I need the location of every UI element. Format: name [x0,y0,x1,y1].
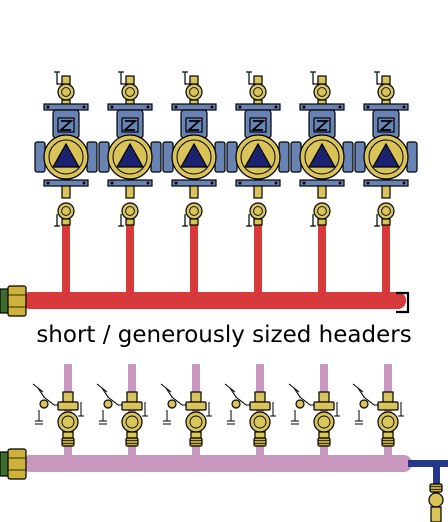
pipe-union-nut [381,437,395,447]
balancing-valve [96,383,148,447]
diagram-caption: short / generously sized headers [36,322,412,348]
pipe-union-nut [61,437,75,447]
supply-branch-pipe [254,222,262,298]
ball-valve [121,83,139,101]
pump-station [354,71,418,227]
supply-branch-pipe [382,222,390,298]
return-header-pipe [22,455,412,472]
pipe-union-nut [429,483,443,493]
ball-valve [185,83,203,101]
ball-valve [121,202,139,220]
pump-direction-triangle [243,142,273,168]
pump-direction-triangle [115,142,145,168]
return-inlet-fitting [0,448,27,480]
pump-station [98,71,162,227]
ball-valve [249,202,267,220]
ball-valve [377,83,395,101]
balancing-valve [288,383,340,447]
return-manifold [0,364,448,522]
pump-direction-triangle [371,142,401,168]
ball-valve [313,83,331,101]
balancing-valve [160,383,212,447]
ball-valve [57,202,75,220]
pump-direction-triangle [307,142,337,168]
supply-end-cap [396,291,410,314]
pipe-union-nut [189,437,203,447]
ball-valve [313,202,331,220]
balancing-valve [352,383,404,447]
ball-valve [57,83,75,101]
supply-inlet-fitting [0,285,27,317]
pipe-union-nut [253,437,267,447]
supply-manifold [0,71,418,317]
balancing-valve [32,383,84,447]
pipe-union-nut [317,437,331,447]
ball-valve [185,202,203,220]
pump-station [290,71,354,227]
balancing-valve [224,383,276,447]
outflow-branch [408,460,448,522]
ball-valve [377,202,395,220]
pump-station [34,71,98,227]
pump-direction-triangle [179,142,209,168]
pump-station [162,71,226,227]
supply-header-pipe [22,292,406,309]
supply-branch-pipe [318,222,326,298]
pump-direction-triangle [51,142,81,168]
supply-branch-pipe [126,222,134,298]
pipe-union-nut [125,437,139,447]
supply-branch-pipe [190,222,198,298]
supply-branch-pipe [62,222,70,298]
ball-valve [249,83,267,101]
pump-station [226,71,290,227]
